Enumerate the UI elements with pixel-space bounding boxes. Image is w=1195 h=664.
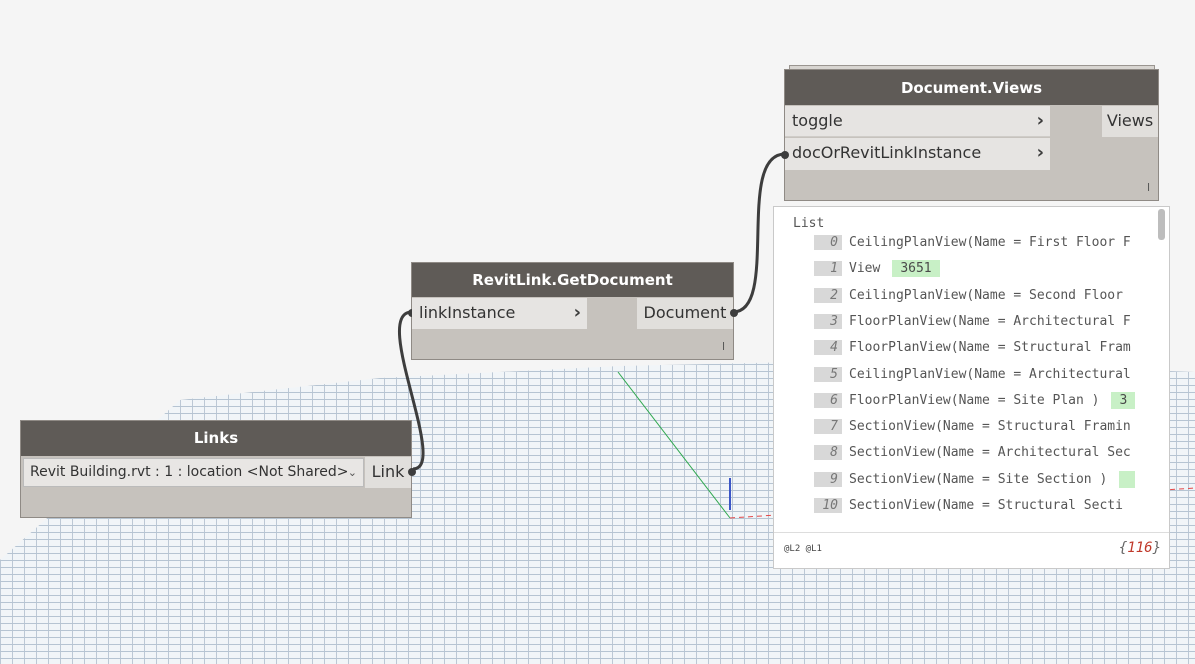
lacing-indicator[interactable]: l <box>1146 181 1150 194</box>
port-label: toggle <box>792 111 843 130</box>
chevron-right-icon: › <box>1036 142 1044 163</box>
list-item[interactable]: 9 SectionView(Name = Site Section ) <box>814 470 1136 494</box>
node-title: Links <box>21 421 411 456</box>
list-index: 3 <box>814 313 842 329</box>
list-index: 0 <box>814 235 842 250</box>
list-item[interactable]: 4 FloorPlanView(Name = Structural Fram <box>814 340 1131 362</box>
preview-bubble[interactable]: List 0 CeilingPlanView(Name = First Floor… <box>773 206 1170 569</box>
output-port-views[interactable]: Views <box>1102 106 1158 137</box>
link-dropdown[interactable]: Revit Building.rvt : 1 : location <Not S… <box>23 458 364 487</box>
output-connector-dot[interactable] <box>730 309 738 317</box>
list-levels[interactable]: @L2 @L1 <box>784 544 822 554</box>
documentviews-node[interactable]: Document.Views toggle › docOrRevitLinkIn… <box>781 69 1159 201</box>
output-port-link[interactable]: Link <box>365 457 411 488</box>
chevron-right-icon: › <box>1036 110 1044 131</box>
list-item-text: SectionView(Name = Architectural Sec <box>849 445 1131 461</box>
input-port-toggle[interactable]: toggle › <box>785 106 1050 137</box>
links-node[interactable]: Links Revit Building.rvt : 1 : location … <box>20 420 416 518</box>
input-port-docorrevitlinkinstance[interactable]: docOrRevitLinkInstance › <box>785 138 1050 170</box>
node-title: RevitLink.GetDocument <box>412 263 733 297</box>
scrollbar-thumb[interactable] <box>1158 209 1165 240</box>
dropdown-value: Revit Building.rvt : 1 : location <Not S… <box>30 464 349 480</box>
input-port-linkinstance[interactable]: linkInstance › <box>412 298 587 329</box>
node-stack-shadow <box>789 65 1155 70</box>
port-label: docOrRevitLinkInstance <box>792 143 982 162</box>
list-index: 8 <box>814 445 842 461</box>
list-item-text: View <box>849 261 881 277</box>
list-item-text: CeilingPlanView(Name = Second Floor <box>849 287 1123 303</box>
port-label: Link <box>371 462 405 481</box>
list-item-text: SectionView(Name = Site Section ) <box>849 471 1108 487</box>
count-brace-open: { <box>1118 540 1128 556</box>
list-item-value: 3651 <box>892 260 940 278</box>
port-label: linkInstance <box>419 303 516 322</box>
list-index: 1 <box>814 261 842 277</box>
list-item-value <box>1119 470 1136 488</box>
list-index: 4 <box>814 340 842 356</box>
preview-footer: @L2 @L1 {116} <box>774 532 1169 568</box>
list-item-text: CeilingPlanView(Name = Architectural <box>849 366 1131 382</box>
chevron-right-icon: › <box>573 302 581 323</box>
list-header: List <box>793 216 825 231</box>
list-item-value: 3 <box>1111 391 1136 409</box>
list-item[interactable]: 8 SectionView(Name = Architectural Sec <box>814 445 1131 467</box>
output-port-document[interactable]: Document <box>637 298 733 329</box>
list-index: 9 <box>814 471 842 487</box>
lacing-indicator[interactable]: l <box>721 340 725 353</box>
list-item[interactable]: 2 CeilingPlanView(Name = Second Floor <box>814 287 1123 310</box>
output-connector-dot[interactable] <box>408 468 416 476</box>
list-item[interactable]: 10 SectionView(Name = Structural Secti <box>814 498 1123 520</box>
list-item[interactable]: 0 CeilingPlanView(Name = First Floor F <box>814 235 1131 257</box>
port-label: Document <box>643 303 727 322</box>
list-index: 10 <box>814 498 842 513</box>
list-index: 2 <box>814 287 842 303</box>
list-item-text: FloorPlanView(Name = Architectural F <box>849 313 1131 329</box>
getdocument-node[interactable]: RevitLink.GetDocument linkInstance › Doc… <box>408 262 738 360</box>
count-brace-close: } <box>1152 540 1161 556</box>
item-count: {116} <box>1119 540 1161 556</box>
list-item-text: FloorPlanView(Name = Structural Fram <box>849 340 1131 356</box>
node-title: Document.Views <box>785 70 1158 105</box>
list-item[interactable]: 7 SectionView(Name = Structural Framin <box>814 419 1131 441</box>
list-item-text: SectionView(Name = Structural Secti <box>849 498 1123 513</box>
chevron-down-icon: ⌄ <box>347 466 357 479</box>
list-index: 6 <box>814 392 842 408</box>
list-item-text: SectionView(Name = Structural Framin <box>849 419 1131 435</box>
list-item[interactable]: 1 View 3651 <box>814 260 940 283</box>
list-item[interactable]: 5 CeilingPlanView(Name = Architectural <box>814 366 1131 389</box>
list-item[interactable]: 3 FloorPlanView(Name = Architectural F <box>814 313 1131 336</box>
count-value: 116 <box>1127 540 1153 556</box>
list-item-text: FloorPlanView(Name = Site Plan ) <box>849 392 1100 408</box>
input-connector-dot[interactable] <box>781 151 789 159</box>
list-index: 5 <box>814 366 842 382</box>
list-item[interactable]: 6 FloorPlanView(Name = Site Plan ) 3 <box>814 391 1136 415</box>
list-item-text: CeilingPlanView(Name = First Floor F <box>849 235 1131 250</box>
list-index: 7 <box>814 419 842 435</box>
port-label: Views <box>1106 111 1154 130</box>
